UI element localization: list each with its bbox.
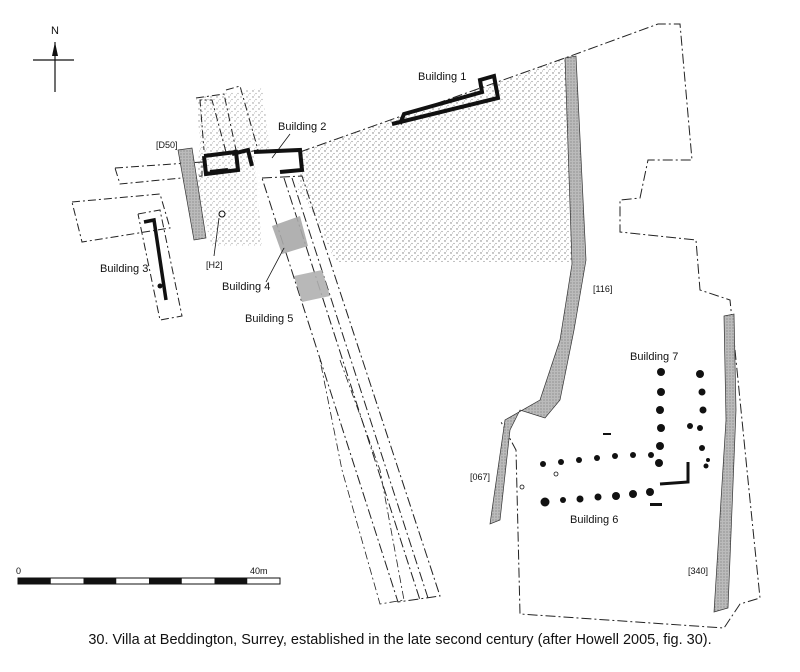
site-boundary [299, 23, 761, 629]
scale-bar: 0 40m [16, 566, 281, 585]
building1-label: Building 1 [418, 71, 466, 83]
long-trench-inner-1 [283, 177, 421, 601]
building6-postholes [540, 433, 662, 507]
h2-leader [213, 217, 220, 257]
ditch-340 [713, 313, 737, 613]
f116-label: [116] [593, 284, 612, 294]
building7-wall [659, 462, 690, 486]
f067-label: [067] [470, 472, 490, 482]
building6-feature-2 [519, 484, 525, 490]
scale-end-label: 40m [250, 566, 268, 576]
building2-leader [271, 133, 291, 159]
building3-wall [143, 217, 168, 301]
north-arrow: N [33, 25, 74, 92]
building4-area [272, 216, 308, 254]
building5-area [294, 270, 330, 302]
h2-label: [H2] [206, 260, 223, 270]
h2-feature [218, 210, 226, 218]
north-label: N [51, 25, 59, 37]
building3-posthole [157, 283, 163, 289]
north-trench [195, 93, 237, 153]
building2-label: Building 2 [278, 121, 326, 133]
ditch-116 [489, 55, 587, 525]
building7-label: Building 7 [630, 351, 678, 363]
building6-label: Building 6 [570, 514, 618, 526]
site-plan: N [16, 23, 761, 629]
south-trench [319, 359, 405, 605]
building3-label: Building 3 [100, 263, 148, 275]
long-trench-inner-2 [291, 177, 429, 599]
west-trench [114, 161, 203, 185]
west-trench-2 [71, 193, 171, 243]
long-trench [261, 175, 441, 603]
building3-trench [137, 209, 183, 321]
stippled-area [298, 58, 574, 262]
building4-leader [265, 247, 285, 283]
building7-postholes [655, 368, 710, 469]
west-wing-stipple [196, 88, 270, 246]
f340-label: [340] [688, 566, 708, 576]
d50-label: [D50] [156, 140, 178, 150]
building5-label: Building 5 [245, 313, 293, 325]
building4-label: Building 4 [222, 281, 270, 293]
north-trench-2 [225, 85, 259, 153]
building6-feature [553, 471, 559, 477]
figure-caption: 30. Villa at Beddington, Surrey, establi… [88, 632, 712, 648]
building2-walls [202, 147, 305, 177]
ditch-d50 [177, 147, 207, 241]
building1-walls [391, 73, 501, 126]
scale-start-label: 0 [16, 566, 21, 576]
